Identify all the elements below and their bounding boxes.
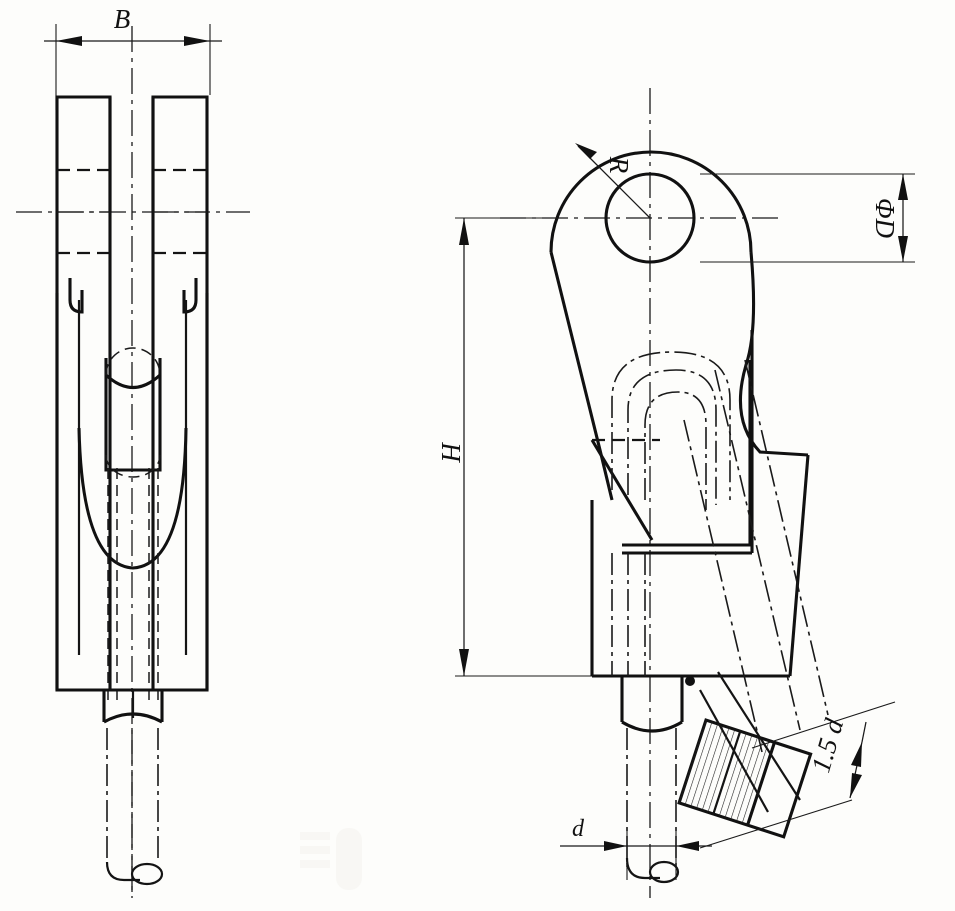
d15-ext-top <box>751 701 896 749</box>
rope-end-cap-left <box>105 861 140 882</box>
watermark <box>300 828 362 890</box>
arrowhead-right <box>184 36 210 46</box>
dim-label-phi-d: ΦD <box>870 198 900 239</box>
dimension-phi-d: ΦD <box>700 173 915 263</box>
ferrule-body <box>104 358 162 472</box>
dim-label-1-5-d: 1.5 d <box>805 715 849 776</box>
left-prong-relief <box>68 278 84 314</box>
eye-left-flank <box>549 251 614 501</box>
basket-phantom-outer <box>611 351 731 500</box>
stud-phantom-axis-1 <box>714 369 801 731</box>
dim-label-r: R <box>604 156 634 174</box>
stud-flank-lower <box>717 671 801 801</box>
stud-phantom-axis-2 <box>744 359 829 716</box>
dimension-h: H <box>436 217 612 677</box>
basket-phantom-mid <box>627 369 717 505</box>
d-arrow-left <box>604 841 627 851</box>
threaded-stud <box>677 718 813 839</box>
right-prong-relief <box>182 278 198 314</box>
eye-head-outer-arc <box>549 150 753 253</box>
side-collar-arc <box>621 720 683 733</box>
ferrule-dome-top <box>104 373 162 389</box>
side-rope-end-left <box>625 857 660 880</box>
side-rope-end-break <box>648 860 680 884</box>
side-view: R ΦD H <box>436 88 915 898</box>
dim-label-h: H <box>436 441 466 463</box>
dimension-b: B <box>44 4 222 110</box>
d15-arrow-top <box>851 742 862 767</box>
dim-label-d: d <box>572 816 585 842</box>
pin-bore-circle <box>604 172 696 264</box>
basket-phantom-inner <box>644 391 707 510</box>
ferrule-hidden-circle-top <box>105 347 161 376</box>
wedge-cut-left <box>590 439 654 541</box>
d-arrow-right <box>676 841 699 851</box>
stud-phantom-axis-0 <box>683 419 763 753</box>
socket-basket-arc <box>77 427 188 570</box>
d15-arrow-bottom <box>850 773 862 798</box>
d15-dim-tail <box>861 721 867 743</box>
side-collar-marker-dot <box>685 676 695 686</box>
d15-ext-bottom <box>699 799 853 849</box>
left-prong-outline <box>55 95 112 692</box>
front-view: B <box>16 4 250 898</box>
radius-arrowhead <box>575 143 597 159</box>
side-body-right-wall <box>788 454 810 677</box>
dim-label-b: B <box>114 4 131 34</box>
rope-end-break-ellipse <box>130 862 164 886</box>
h-arrow-top <box>459 218 469 245</box>
stud-thread-divider <box>712 730 742 815</box>
ferrule-hidden-circle-bottom <box>105 454 161 478</box>
h-arrow-bottom <box>459 649 469 676</box>
dimension-d: d <box>560 816 712 880</box>
wedge-cut-shelf <box>622 360 752 547</box>
phid-arrow-top <box>898 174 908 200</box>
phid-arrow-bottom <box>898 236 908 262</box>
dimension-r: R <box>575 143 651 219</box>
stud-flank-upper <box>699 689 769 813</box>
arrowhead-left <box>56 36 82 46</box>
stud-thread-end <box>746 741 776 826</box>
